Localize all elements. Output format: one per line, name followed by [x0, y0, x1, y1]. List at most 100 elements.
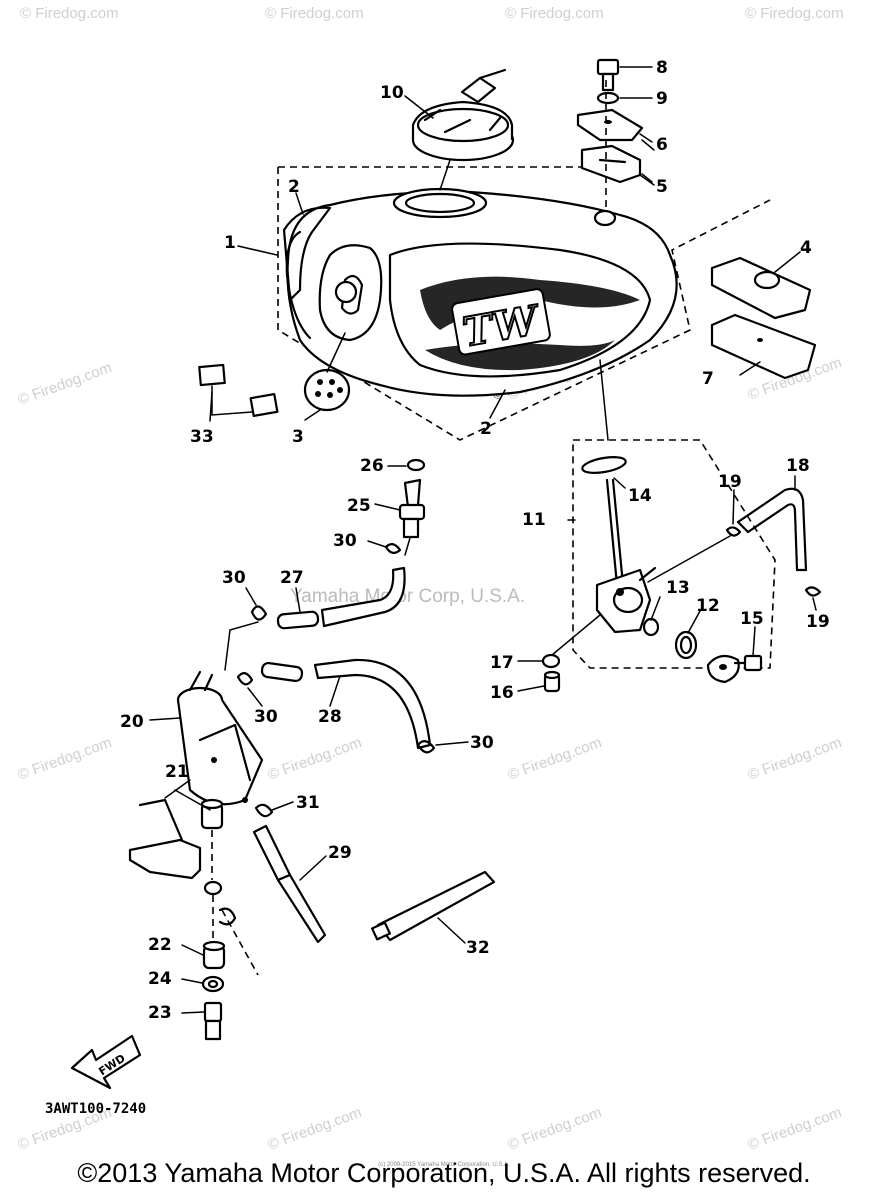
tank-assembly-outline: [277, 166, 771, 441]
callout: 22: [148, 935, 172, 955]
callout: 4: [800, 238, 812, 258]
washer-9: [596, 91, 653, 105]
bolt-16: [543, 670, 561, 693]
callout: 7: [702, 369, 714, 389]
clip-19: [804, 586, 822, 597]
callout-leaders: [149, 95, 817, 1014]
callout: 16: [490, 683, 514, 703]
watermark: © Firedog.com: [266, 734, 364, 784]
watermark: © Firedog.com: [746, 734, 844, 784]
callout: 5: [656, 177, 668, 197]
clip-30: [416, 740, 436, 754]
callout: 2: [288, 177, 300, 197]
emblem-33: [198, 363, 279, 418]
callout: 30: [254, 707, 278, 727]
watermark-layer: © Firedog.com © Firedog.com © Firedog.co…: [16, 5, 844, 1154]
callout: 31: [296, 793, 320, 813]
watermark: © Firedog.com: [265, 5, 364, 22]
watermark: © Firedog.com: [506, 1104, 604, 1154]
callout: 26: [360, 456, 384, 476]
clip: [218, 907, 237, 926]
callout: 21: [165, 762, 189, 782]
callout: 3: [292, 427, 304, 447]
watermark-yamaha: Yamaha Motor Corp, U.S.A.: [290, 586, 525, 607]
callout: 9: [656, 89, 668, 109]
mount-bracket: [128, 798, 223, 896]
callout: 29: [328, 843, 352, 863]
lever-12: [674, 630, 698, 660]
callout: 19: [718, 472, 742, 492]
copyright-notice: ©2013 Yamaha Motor Corporation, U.S.A. A…: [77, 1158, 811, 1188]
callout: 2: [480, 419, 492, 439]
callout: 28: [318, 707, 342, 727]
callout: 15: [740, 609, 764, 629]
callout: 30: [470, 733, 494, 753]
watermark: © Firedog.com: [746, 1104, 844, 1154]
hose-18: [736, 487, 808, 572]
gasket-17: [541, 653, 561, 669]
nipple-25: [398, 478, 426, 556]
callout: 19: [806, 612, 830, 632]
damper-3: [303, 332, 351, 421]
callout-labels: 10 8 9 6 5 2 1 4 7 2 3 33 26 25 30 30 27…: [120, 58, 830, 1023]
watermark: © Firedog.com: [745, 5, 844, 22]
plate-screw-15: [706, 654, 763, 684]
clip-30: [384, 543, 402, 554]
callout: 12: [696, 596, 720, 616]
watermark: © Firedog.com: [505, 5, 604, 22]
watermark: © Firedog.com: [16, 734, 114, 784]
watermark: © Firedog.com: [20, 5, 119, 22]
callout: 24: [148, 969, 172, 989]
bolt-23: [203, 1001, 223, 1041]
bracket-6: [576, 108, 653, 143]
fuel-cock: [581, 456, 731, 634]
drawing-code: 3AWT100-7240: [45, 1101, 146, 1117]
callout: 18: [786, 456, 810, 476]
hose-28: [260, 658, 432, 750]
hose-29: [252, 824, 327, 944]
pad-7: [710, 313, 817, 380]
clip-19: [725, 526, 742, 537]
band-32: [371, 870, 496, 942]
leader: [551, 614, 601, 656]
watermark: © Firedog.com: [266, 1104, 364, 1154]
callout: 33: [190, 427, 214, 447]
leader: [599, 359, 609, 441]
callout: 10: [380, 83, 404, 103]
callout: 11: [522, 510, 546, 530]
clip-30: [236, 672, 254, 686]
hose-27: [276, 566, 406, 630]
callout: 30: [333, 531, 357, 551]
callout: 20: [120, 712, 144, 732]
callout: 17: [490, 653, 514, 673]
washer-24: [201, 975, 225, 993]
callout: 13: [666, 578, 690, 598]
grommet: [593, 209, 617, 227]
callout: 14: [628, 486, 652, 506]
bolt-8: [596, 58, 653, 92]
leader: [211, 830, 259, 976]
cap-26: [406, 458, 426, 472]
callout: 30: [222, 568, 246, 588]
collar-22: [202, 940, 226, 970]
callout: 1: [224, 233, 236, 253]
callout: 8: [656, 58, 668, 78]
oring-13: [642, 617, 660, 637]
fuel-pump: [176, 670, 264, 806]
clip-30: [250, 605, 268, 621]
leader: [164, 779, 211, 811]
clip-31: [254, 803, 274, 818]
callout: 6: [656, 135, 668, 155]
bracket-4: [710, 251, 812, 320]
callout: 23: [148, 1003, 172, 1023]
fuel-tank: [285, 187, 678, 397]
grommet-21: [200, 798, 224, 830]
leader: [224, 621, 259, 671]
callout: 25: [347, 496, 371, 516]
tank-emblem-left: [282, 206, 332, 302]
fine-print: (c) 2009-2015 Yamaha Motor Corporation, …: [378, 1162, 510, 1168]
watermark: © Firedog.com: [16, 359, 114, 409]
fwd-arrow-icon: FWD: [70, 1034, 142, 1090]
watermark: © Firedog.com: [506, 734, 604, 784]
